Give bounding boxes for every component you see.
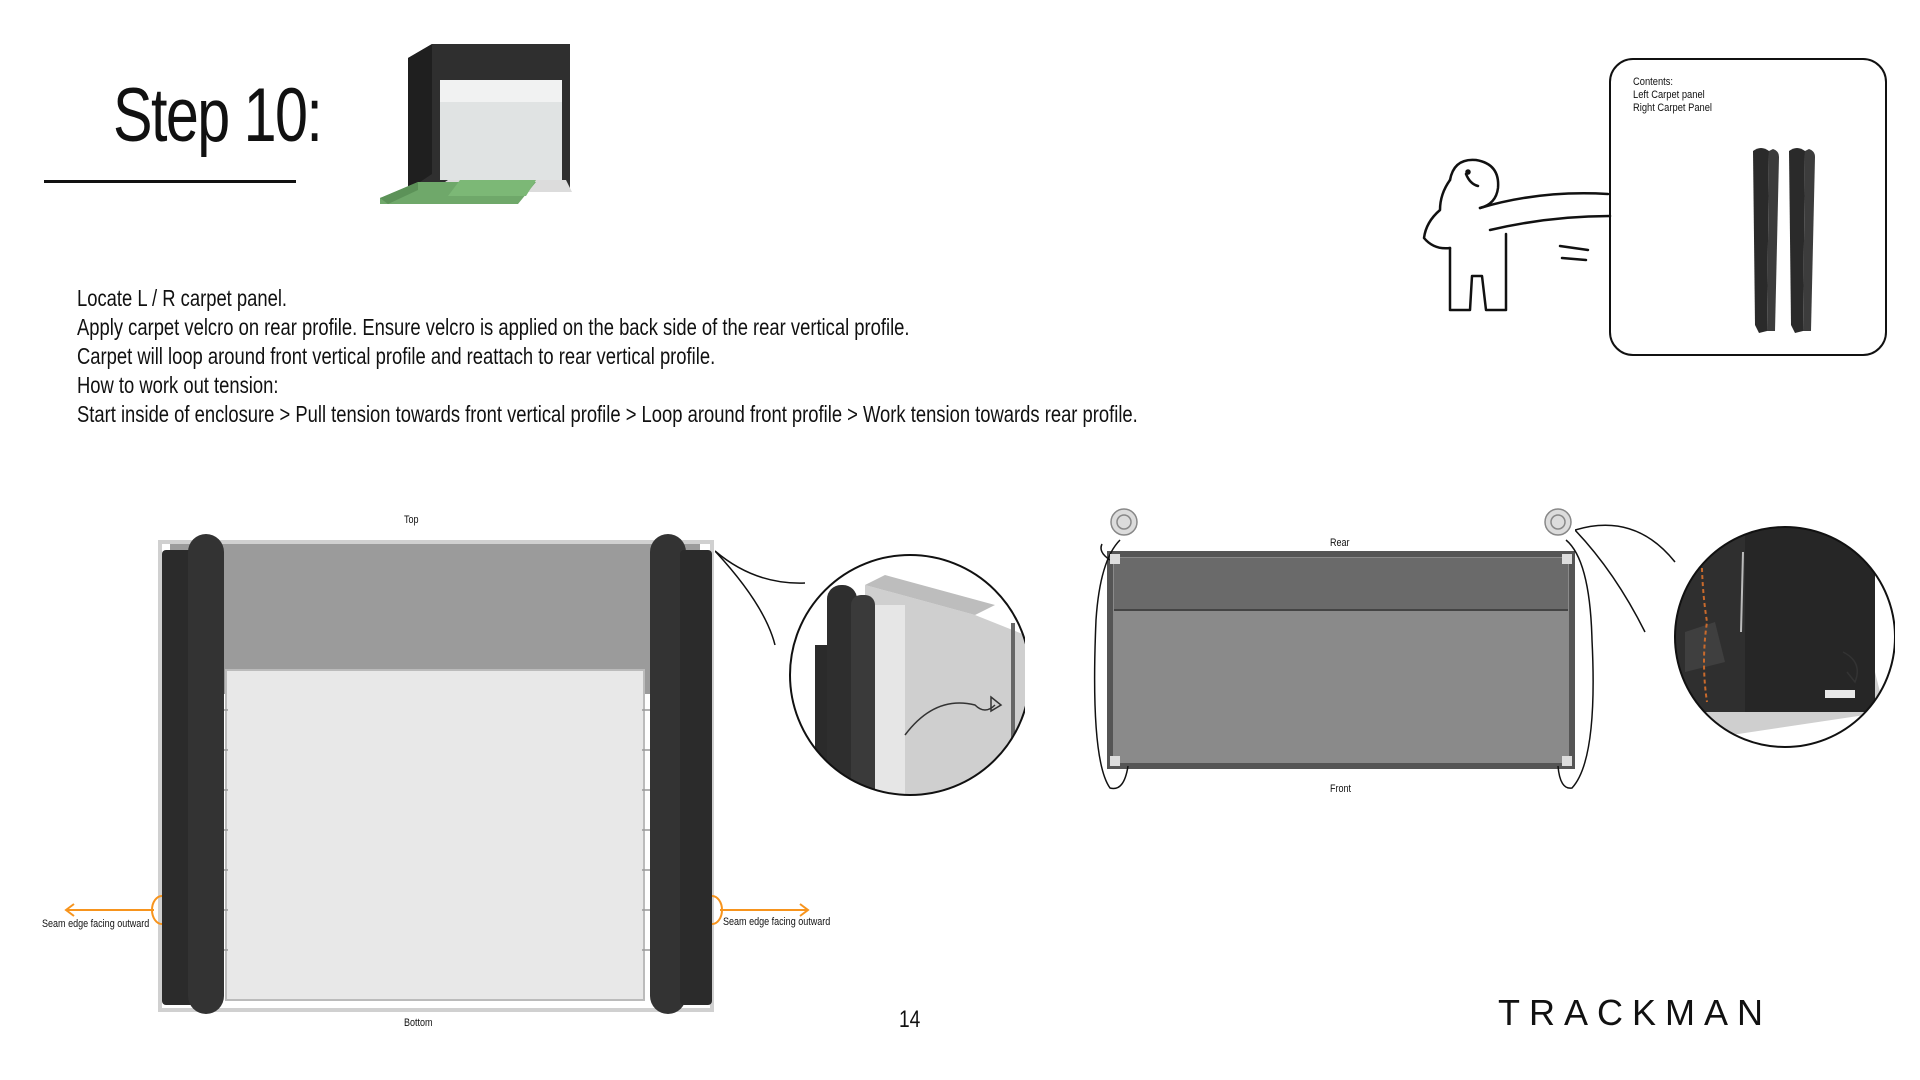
enclosure-thumbnail-image xyxy=(380,44,572,204)
instruction-line: Apply carpet velcro on rear profile. Ens… xyxy=(77,314,910,340)
instruction-line: How to work out tension: xyxy=(77,372,279,398)
contents-text: Contents: Left Carpet panel Right Carpet… xyxy=(1633,76,1712,115)
step-title: Step 10: xyxy=(113,73,323,158)
instruction-line: Start inside of enclosure > Pull tension… xyxy=(77,401,1138,427)
contents-box xyxy=(1609,58,1887,356)
instruction-line: Locate L / R carpet panel. xyxy=(77,285,288,311)
contents-heading: Contents: xyxy=(1633,76,1674,88)
detail-callout-right xyxy=(1575,524,1895,748)
seam-label-right: Seam edge facing outward xyxy=(723,916,831,928)
label-rear: Rear xyxy=(1330,537,1350,549)
contents-item: Right Carpet Panel xyxy=(1633,102,1713,114)
front-view-diagram xyxy=(64,534,810,1014)
carpet-panels-icon xyxy=(1753,148,1815,333)
label-top: Top xyxy=(404,514,419,526)
label-front: Front xyxy=(1330,783,1352,795)
detail-callout-left xyxy=(715,550,1025,796)
instructions: Locate L / R carpet panel. Apply carpet … xyxy=(77,284,1138,429)
page-number: 14 xyxy=(899,1006,921,1033)
person-pointing-icon xyxy=(1422,158,1612,312)
title-underline xyxy=(44,180,296,183)
instruction-line: Carpet will loop around front vertical p… xyxy=(77,343,716,369)
plan-view-diagram xyxy=(1093,508,1594,790)
contents-item: Left Carpet panel xyxy=(1633,89,1705,101)
trackman-logo: TRACKMAN xyxy=(1498,992,1773,1033)
label-bottom: Bottom xyxy=(404,1017,433,1029)
seam-label-left: Seam edge facing outward xyxy=(42,918,150,930)
